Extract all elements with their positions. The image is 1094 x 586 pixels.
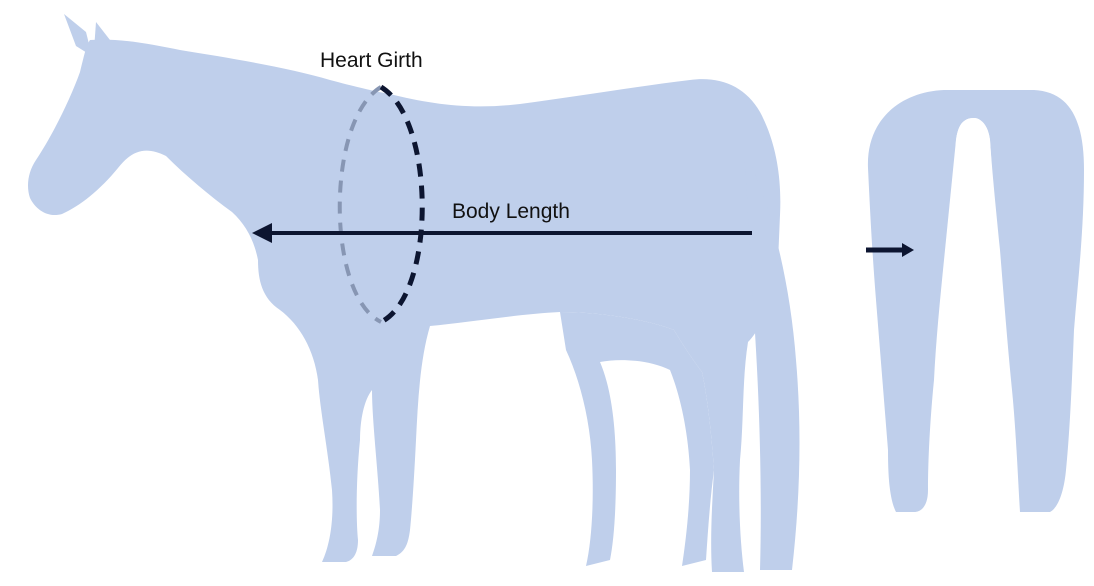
horse-rear-silhouette (868, 90, 1084, 512)
horse-side-silhouette (28, 14, 799, 572)
heart-girth-label: Heart Girth (320, 49, 423, 73)
body-length-label: Body Length (452, 200, 570, 224)
